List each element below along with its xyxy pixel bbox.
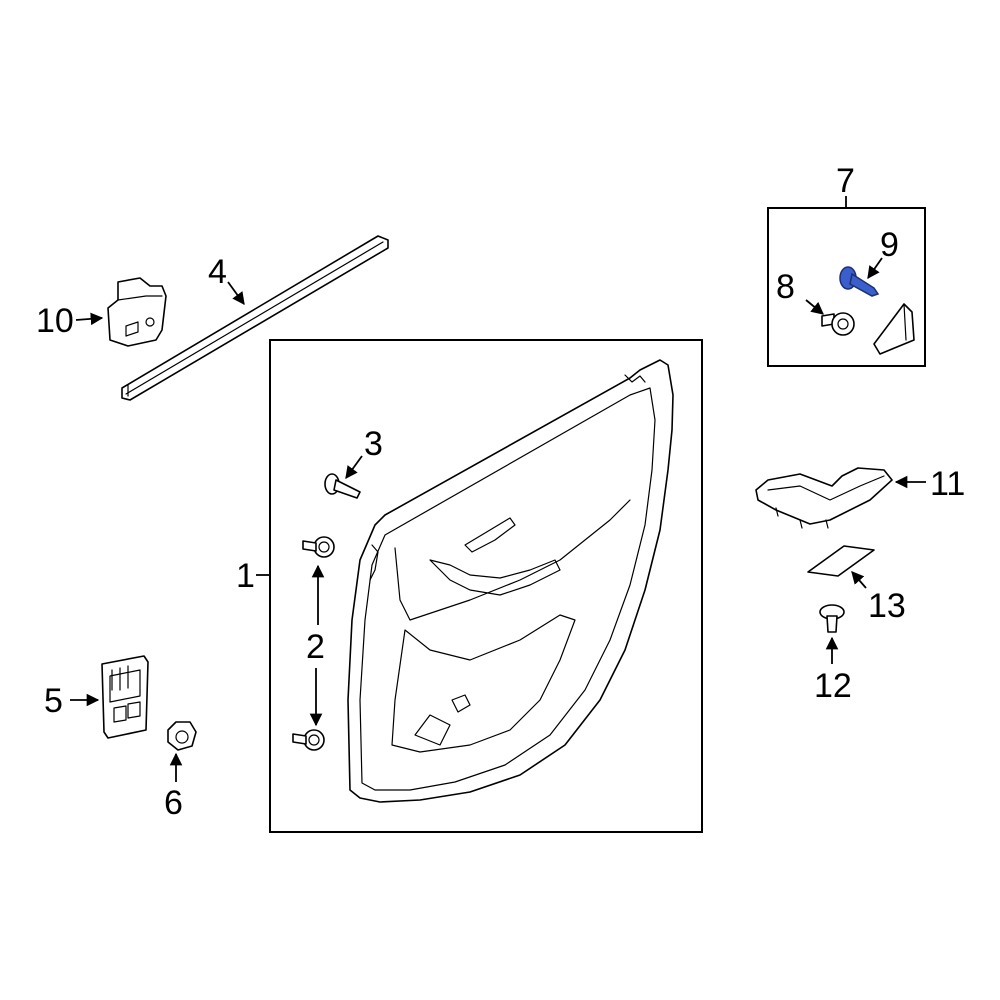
callout-8: 8 — [776, 268, 795, 306]
leader-3 — [345, 455, 363, 480]
callout-7: 7 — [836, 162, 855, 200]
callout-2: 2 — [306, 628, 325, 666]
leader-9 — [867, 257, 883, 280]
callout-5: 5 — [44, 682, 63, 720]
pull-handle-bracket[interactable] — [755, 467, 893, 529]
clip-lower[interactable] — [292, 729, 325, 751]
switch-bezel[interactable] — [101, 655, 149, 739]
pad[interactable] — [807, 545, 875, 577]
callout-12: 12 — [814, 667, 852, 705]
callout-13: 13 — [868, 587, 906, 625]
push-pin[interactable] — [819, 604, 845, 633]
leader-8 — [805, 299, 824, 315]
callout-9: 9 — [880, 226, 899, 264]
door-trim-panel[interactable] — [347, 359, 674, 803]
window-switch[interactable] — [107, 277, 167, 347]
leader-13 — [851, 571, 867, 589]
callout-1: 1 — [236, 557, 255, 595]
callout-10: 10 — [36, 302, 74, 340]
leader-10 — [75, 312, 104, 326]
door-panel-frame — [269, 339, 703, 833]
callout-11: 11 — [930, 465, 965, 503]
callout-4: 4 — [208, 253, 227, 291]
kit-cap[interactable] — [873, 303, 915, 355]
clip-upper[interactable] — [302, 536, 335, 558]
callout-6: 6 — [164, 784, 183, 822]
nut[interactable] — [167, 721, 197, 751]
belt-weatherstrip[interactable] — [121, 235, 389, 401]
leader-4 — [227, 281, 245, 306]
kit-clip[interactable] — [821, 312, 855, 336]
highlighted-screw[interactable] — [839, 266, 880, 297]
callout-3: 3 — [364, 425, 383, 463]
screw[interactable] — [324, 473, 361, 499]
